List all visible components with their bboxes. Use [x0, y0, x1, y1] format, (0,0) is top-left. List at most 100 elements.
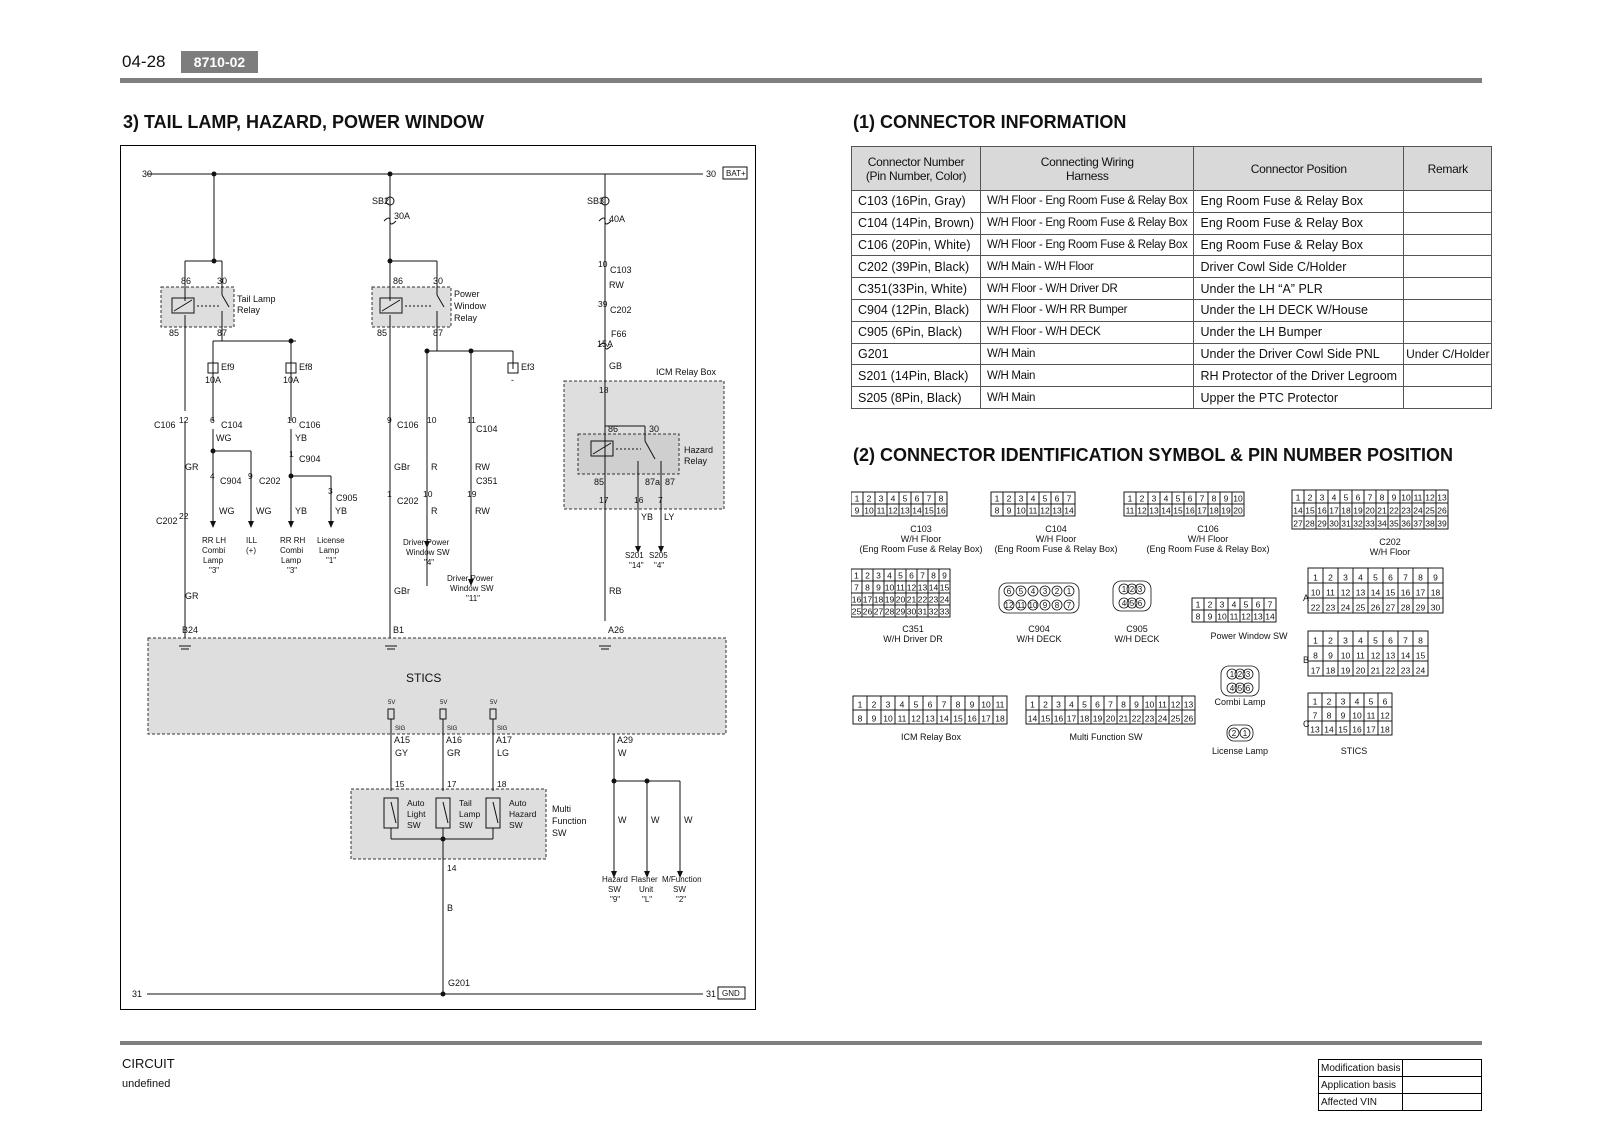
pin-number: 12 — [1171, 700, 1181, 710]
cell-harness: W/H Floor - W/H DECK — [980, 320, 1195, 344]
cell-connector-number: S205 (8Pin, Black) — [850, 386, 982, 409]
sym-combi-lamp: Combi Lamp — [1214, 697, 1265, 707]
pin-number: 9 — [1007, 506, 1012, 516]
stics-pin-a17: A17 — [496, 735, 512, 745]
pin-number: 7 — [1268, 600, 1273, 610]
mf-sw-label-1: Multi — [552, 804, 571, 814]
pin-number: 8 — [956, 700, 961, 710]
tail-relay-label-2: Relay — [237, 305, 261, 315]
load-rr-lh-1: RR LH — [202, 536, 226, 545]
arrow-s205 — [658, 546, 664, 553]
pin-number: 14 — [1265, 612, 1275, 622]
c905-shell — [1112, 580, 1152, 612]
conn-c202-d: C202 — [610, 305, 632, 315]
wire-yb-2: YB — [295, 506, 307, 516]
combi-lamp-pin — [1234, 668, 1246, 680]
sym-c104-2: W/H Floor — [1036, 534, 1077, 544]
stics-5v-b: 5V — [440, 700, 447, 706]
circuit-diagram: 30 30 BAT+ 31 31 GND SB2 30A SB3 40A F66… — [120, 145, 756, 1010]
pin-number: 13 — [900, 506, 910, 516]
combi-lamp-shell — [1220, 665, 1260, 697]
cell-harness: W/H Main — [980, 364, 1195, 388]
pin-number: 8 — [995, 506, 1000, 516]
pin-number: 13 — [1253, 612, 1263, 622]
pin-number: 13 — [1149, 506, 1159, 516]
c904-pin — [1003, 599, 1015, 611]
pin-number: 17 — [1311, 666, 1321, 676]
conn-c106-a: C106 — [154, 420, 176, 430]
stics-label: STICS — [406, 671, 441, 685]
hazard-relay-pin-87a: 87a — [645, 477, 660, 487]
load-flasher-3: "L" — [642, 895, 652, 904]
tail-relay-label-1: Tail Lamp — [237, 294, 276, 304]
pin-number: 8 — [1313, 651, 1318, 661]
pin-number: 10 — [885, 583, 895, 593]
col-connector-number: Connector Number(Pin Number, Color) — [850, 146, 982, 191]
sym-c351-1: C351 — [902, 624, 924, 634]
stics-pin-a15: A15 — [394, 735, 410, 745]
pin-number: 7 — [1108, 700, 1113, 710]
hazard-relay-pin-30: 30 — [649, 424, 659, 434]
pin-number: 22 — [1389, 506, 1399, 516]
pin-number: 9 — [1134, 700, 1139, 710]
pin-number: 8 — [858, 714, 863, 724]
wire-gbr-1: GBr — [394, 462, 410, 472]
pin-number: 8 — [1418, 573, 1423, 583]
pin-number: 11 — [1158, 700, 1167, 710]
conn-c202-a: C202 — [259, 476, 281, 486]
pin-22: 22 — [179, 511, 189, 521]
load-rr-rh-2: Combi — [280, 546, 303, 555]
cell-connector-number: C904 (12Pin, Black) — [850, 298, 982, 322]
pin-number: 12 — [1005, 601, 1014, 610]
sym-c905-2: W/H DECK — [1115, 634, 1160, 644]
pin-number: 14 — [912, 506, 922, 516]
load-s201-1: S201 — [625, 551, 644, 560]
pin-number: 12 — [1241, 612, 1251, 622]
pin-number: 18 — [1080, 714, 1090, 724]
c904-pin — [1015, 599, 1027, 611]
sw-auto-hazard-2: Hazard — [509, 809, 537, 819]
pin-number: 35 — [1389, 519, 1399, 529]
pin-number: 5 — [1369, 697, 1374, 707]
pin-number: 10 — [883, 714, 893, 724]
pin-number: 24 — [1341, 603, 1351, 613]
pin-number: 6 — [928, 700, 933, 710]
c904-pin — [1015, 585, 1027, 597]
conn-c104-a: C104 — [221, 420, 243, 430]
pin-number: 1 — [1196, 600, 1201, 610]
load-dpw11-1: Driver Power — [447, 574, 494, 583]
pin-number: 31 — [918, 607, 928, 617]
pin-number: 7 — [942, 700, 947, 710]
rail-bottom-left: 31 — [132, 989, 142, 999]
pin-number: 7 — [1067, 494, 1072, 504]
pin-number: 9 — [1433, 573, 1438, 583]
cell-harness: W/H Floor - W/H RR Bumper — [980, 298, 1195, 322]
pin-number: 3 — [876, 571, 881, 581]
rail-top-tag: BAT+ — [726, 169, 746, 178]
pin-number: 14 — [1324, 725, 1334, 735]
pin-number: 28 — [885, 607, 895, 617]
pin-number: 4 — [1358, 573, 1363, 583]
pin-number: 8 — [939, 494, 944, 504]
pin-number: 17 — [863, 595, 873, 605]
pin-number: 10 — [1145, 700, 1155, 710]
c904-pin — [1063, 585, 1075, 597]
pin-number: 22 — [1132, 714, 1142, 724]
sym-c103-1: C103 — [910, 524, 932, 534]
wire-yb-4: YB — [641, 512, 653, 522]
pin-number: 5 — [898, 571, 903, 581]
wire-rw-3: RW — [609, 280, 624, 290]
pin-number: 14 — [929, 583, 939, 593]
conn-c904-b: C904 — [220, 476, 242, 486]
pin-number: 6 — [1246, 684, 1251, 693]
pin-cell — [1435, 515, 1449, 530]
c904-pin — [1051, 599, 1063, 611]
pin-number: 11 — [1367, 711, 1376, 721]
cell-position: Upper the PTC Protector — [1193, 386, 1405, 409]
sym-c103-3: (Eng Room Fuse & Relay Box) — [859, 544, 982, 554]
fuse-sb2-terminal-icon — [385, 196, 395, 206]
cell-remark — [1403, 233, 1493, 257]
pin-number: 9 — [1392, 493, 1397, 503]
pin-number: 4 — [900, 700, 905, 710]
